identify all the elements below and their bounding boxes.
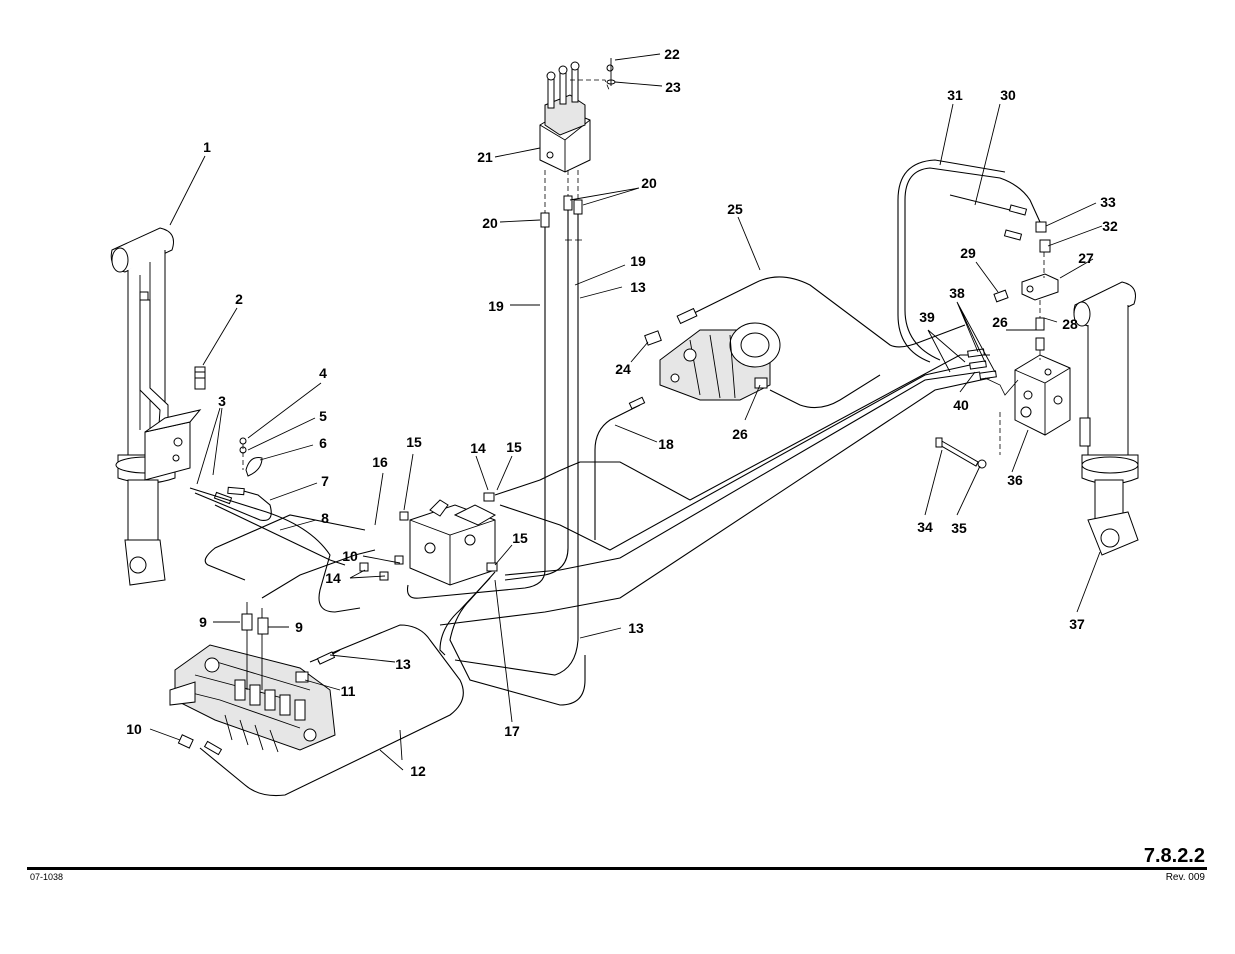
- callout-6: 6: [319, 435, 327, 451]
- right-lift-cylinder: [1073, 281, 1139, 556]
- callout-15-right: 15: [512, 530, 528, 546]
- callout-34: 34: [917, 519, 933, 535]
- callout-3: 3: [218, 393, 226, 409]
- small-hardware-4-5-6: [239, 437, 263, 477]
- hydraulic-pump: [644, 322, 781, 401]
- callout-10-lower: 10: [126, 721, 142, 737]
- callout-15-left: 15: [406, 434, 422, 450]
- callout-23: 23: [665, 79, 681, 95]
- callout-13-right: 13: [628, 620, 644, 636]
- fitting-9-right: [257, 617, 269, 635]
- leader-lines: [149, 53, 1103, 771]
- callout-1: 1: [203, 139, 211, 155]
- fitting-9-left: [241, 613, 253, 631]
- callout-24: 24: [615, 361, 631, 377]
- callout-13-bottom: 13: [395, 656, 411, 672]
- callout-13-top: 13: [630, 279, 646, 295]
- callout-15-top: 15: [506, 439, 522, 455]
- callout-11: 11: [341, 683, 356, 699]
- callout-37: 37: [1069, 616, 1085, 632]
- callout-26-block: 26: [992, 314, 1008, 330]
- callout-12: 12: [410, 763, 426, 779]
- callout-25: 25: [727, 201, 743, 217]
- callout-5: 5: [319, 408, 327, 424]
- callout-30: 30: [1000, 87, 1016, 103]
- callout-33: 33: [1100, 194, 1116, 210]
- callout-27: 27: [1078, 250, 1094, 266]
- callout-14-left: 14: [325, 570, 341, 586]
- fitting-2: [194, 366, 206, 390]
- fittings-20: [540, 170, 583, 228]
- callout-28: 28: [1062, 316, 1078, 332]
- callout-31: 31: [947, 87, 963, 103]
- callout-35: 35: [951, 520, 967, 536]
- fitting-10-lower: [177, 734, 194, 749]
- control-valve-bank: [169, 602, 336, 753]
- callout-22: 22: [664, 46, 680, 62]
- center-valve-block: [409, 499, 497, 586]
- callout-38: 38: [949, 285, 965, 301]
- callout-labels: 1 2 3 4 5 6 7 8 9 9 10 10 11 12 13 13 13…: [126, 46, 1118, 779]
- page-number: 7.8.2.2: [1143, 845, 1205, 867]
- callout-4: 4: [319, 365, 327, 381]
- callout-36: 36: [1007, 472, 1023, 488]
- callout-9-left: 9: [199, 614, 207, 630]
- fitting-11: [295, 671, 309, 683]
- callout-10-center: 10: [342, 548, 358, 564]
- callout-19-left: 19: [488, 298, 504, 314]
- callout-14-top: 14: [470, 440, 486, 456]
- callout-20-left: 20: [482, 215, 498, 231]
- bolt-34-washer-35: [935, 437, 987, 469]
- callout-7: 7: [321, 473, 329, 489]
- callout-8: 8: [321, 510, 329, 526]
- revision-label: Rev. 009: [1165, 872, 1205, 883]
- callout-20-right: 20: [641, 175, 657, 191]
- right-manifold: [993, 221, 1071, 455]
- callout-39: 39: [919, 309, 935, 325]
- document-number: 07-1038: [30, 872, 64, 882]
- callout-19-right: 19: [630, 253, 646, 269]
- callout-21: 21: [477, 149, 493, 165]
- callout-32: 32: [1102, 218, 1118, 234]
- callout-18: 18: [658, 436, 674, 452]
- callout-26-pump: 26: [732, 426, 748, 442]
- callout-17: 17: [504, 723, 520, 739]
- callout-9-right: 9: [295, 619, 303, 635]
- callout-40: 40: [953, 397, 969, 413]
- joystick-valve: [539, 58, 616, 173]
- left-lift-cylinder: [110, 227, 202, 586]
- callout-2: 2: [235, 291, 243, 307]
- hoses: [189, 159, 1041, 797]
- callout-16: 16: [372, 454, 388, 470]
- footer-rule: [27, 867, 1207, 870]
- callout-29: 29: [960, 245, 976, 261]
